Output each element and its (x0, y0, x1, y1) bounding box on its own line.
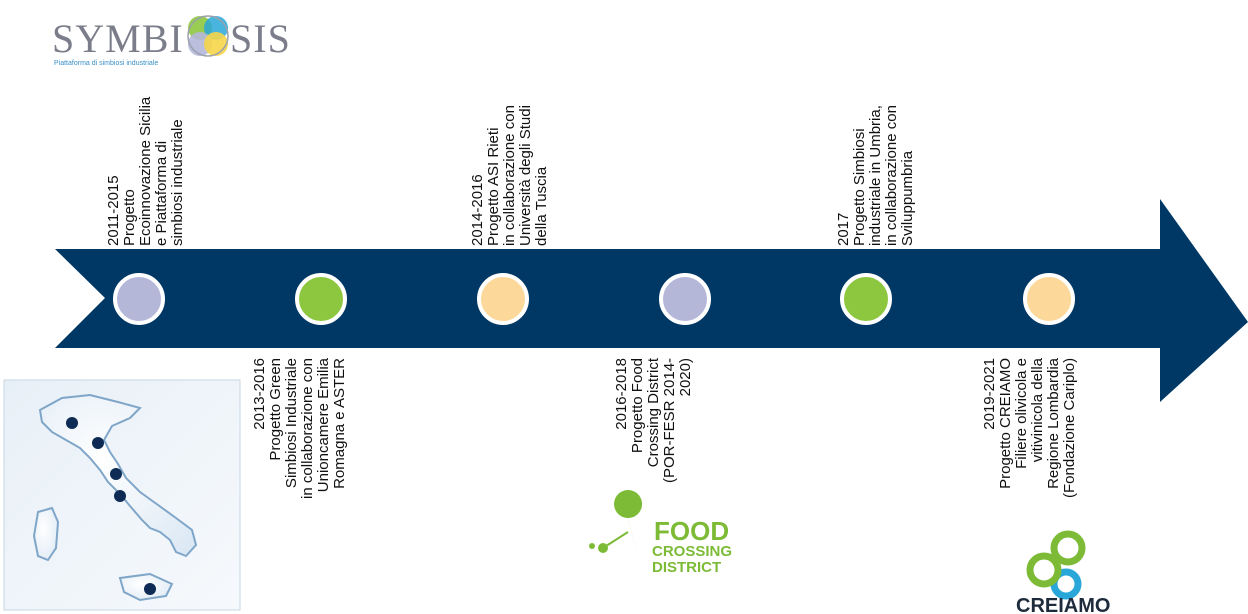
milestone-bottom-text-2: 2016-2018 Progetto Food Crossing Distric… (613, 357, 694, 483)
milestone-circle-2011 (113, 273, 165, 325)
logo-text-left: SYMBI (52, 16, 184, 61)
symbiosis-logo: SYMBI SIS Piattaforma di simbiosi indust… (52, 15, 291, 67)
district-text: DISTRICT (652, 559, 721, 576)
milestone-top-text-2: 2014-2016 Progetto ASI Rieti in collabor… (469, 105, 550, 246)
food-crossing-district-logo: FOOD CROSSING DISTRICT (589, 490, 732, 576)
food-pin-icon (614, 490, 643, 565)
creiamo-ring-green-top (1050, 530, 1086, 566)
logo-flower-icon (187, 15, 229, 57)
food-text: FOOD (654, 516, 729, 546)
milestone-circle-2017 (840, 273, 892, 325)
crossing-text: CROSSING (652, 543, 732, 560)
map-markers (66, 417, 156, 595)
italy-map (3, 379, 241, 611)
milestone-bottom-text-1: 2013-2016 Progetto Green Simbiosi Indust… (251, 358, 348, 499)
creiamo-ring-green-left (1026, 552, 1062, 588)
milestone-circle-2019 (1023, 273, 1075, 325)
creiamo-text: CREIAMO (1016, 595, 1110, 614)
milestone-bottom-text-3: 2019-2021 Progetto CREIAMO Filiere olivi… (981, 357, 1078, 498)
milestone-top-text-1: 2011-2015 Progetto Ecoinnovazione Sicili… (105, 96, 186, 246)
logo-text-right: SIS (230, 16, 291, 61)
logo-tagline: Piattaforma di simbiosi industriale (54, 60, 158, 67)
timeline-circles (113, 273, 1075, 325)
milestone-circle-2016 (659, 273, 711, 325)
creiamo-logo: CREIAMO (1016, 530, 1110, 614)
milestone-top-text-3: 2017 Progetto Simbiosi industriale in Um… (835, 105, 916, 246)
milestone-circle-2014 (477, 273, 529, 325)
sardinia (32, 506, 60, 562)
timeline-arrow (55, 199, 1248, 402)
milestone-circle-2013 (295, 273, 347, 325)
